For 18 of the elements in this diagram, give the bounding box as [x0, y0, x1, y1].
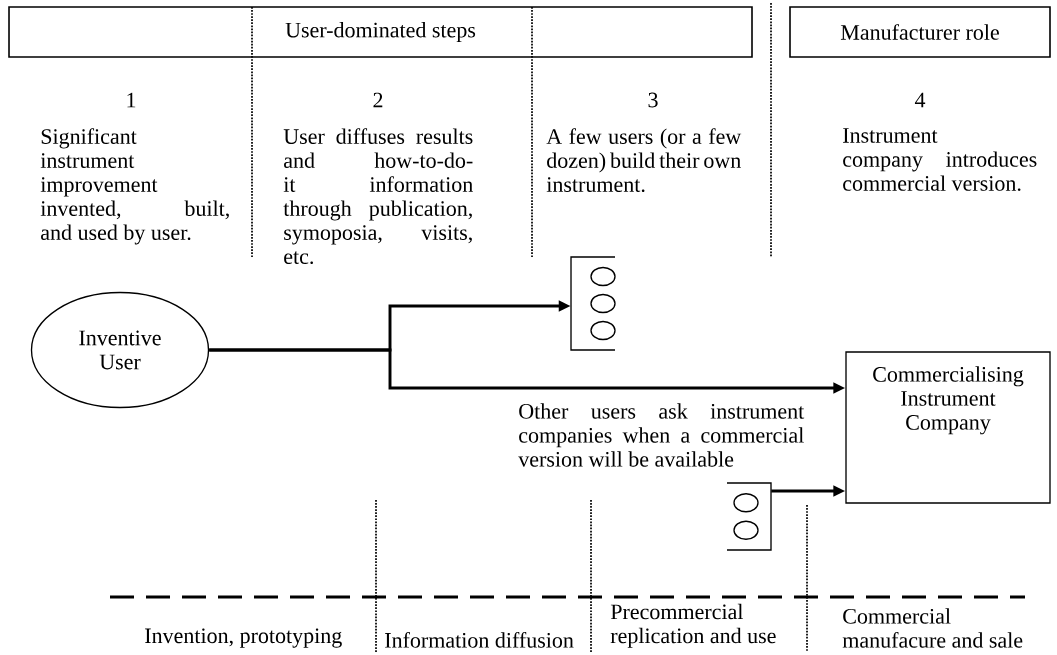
step-number: 3 [648, 92, 658, 108]
phase-label: Invention, prototyping [145, 628, 342, 648]
users-group-drawing [570, 256, 616, 351]
step-description: Instrument company introduces commercial version. [843, 128, 1037, 191]
phase-label: Commercial manufacure and sale [842, 608, 1023, 648]
step-number: 1 [127, 92, 136, 108]
step-number: 4 [914, 92, 926, 108]
users-group-drawing [726, 482, 772, 551]
step-description: User diffuses results and how-to-do-it information through publication, symoposia, visits, etc. [283, 128, 473, 265]
step-description: Significant instrument improvement invented, built, and used by user. [40, 128, 229, 245]
phase-label: Precommercial replication and use [610, 603, 776, 648]
note-text: Other users ask instrument companies when a commercial version will be available [518, 403, 805, 467]
phase-label: Information diffusion [385, 632, 574, 648]
header-box: Manufacturer role [789, 6, 1051, 58]
header-box: User-dominated steps [8, 6, 753, 58]
step-number: 2 [373, 92, 383, 108]
company-box: Commercialising Instrument Company [845, 351, 1051, 504]
step-description: A few users (or a few dozen) build their own instrument. [546, 128, 742, 193]
